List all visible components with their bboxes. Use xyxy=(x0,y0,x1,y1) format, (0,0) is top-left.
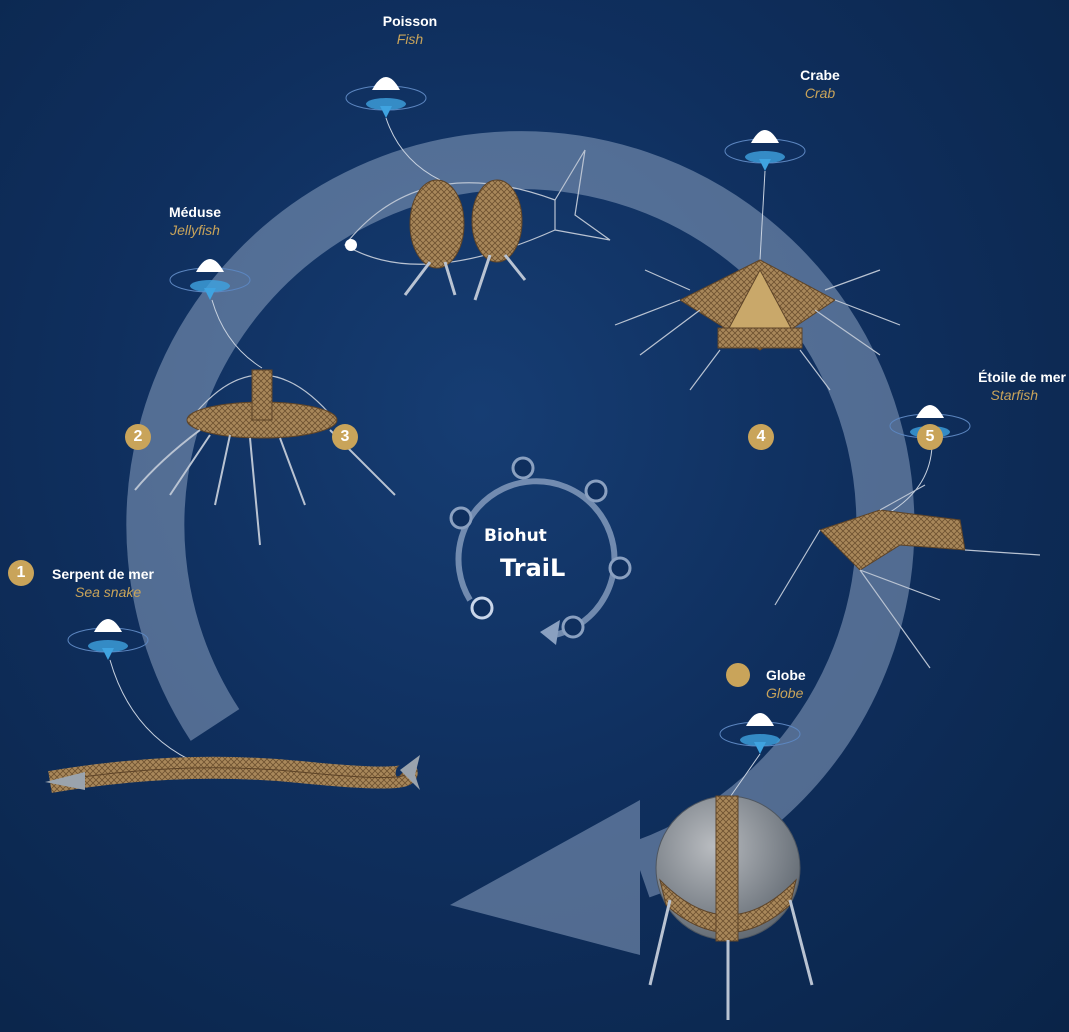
label-crab-en: Crab xyxy=(760,84,880,102)
logo-ring xyxy=(472,598,492,618)
label-globe: Globe Globe xyxy=(766,666,846,702)
logo-line1: Biohut xyxy=(484,526,547,546)
buoy-icon xyxy=(346,77,426,118)
label-jellyfish-en: Jellyfish xyxy=(135,221,255,239)
label-starfish: Étoile de mer Starfish xyxy=(930,368,1066,404)
logo-ring xyxy=(451,508,471,528)
badge-5: 5 xyxy=(917,424,943,450)
label-sea-snake-en: Sea snake xyxy=(52,583,202,601)
label-sea-snake: Serpent de mer Sea snake xyxy=(52,565,202,601)
buoy-icon xyxy=(725,130,805,171)
logo-line2: TraiL xyxy=(500,554,565,582)
badge-2: 2 xyxy=(125,424,151,450)
label-crab-fr: Crabe xyxy=(760,66,880,84)
label-jellyfish: Méduse Jellyfish xyxy=(135,203,255,239)
label-globe-en: Globe xyxy=(766,684,846,702)
buoy-icon xyxy=(68,619,148,660)
label-crab: Crabe Crab xyxy=(760,66,880,102)
label-sea-snake-fr: Serpent de mer xyxy=(52,565,202,583)
sea-snake-structure xyxy=(45,755,420,790)
globe-marker-dot xyxy=(726,663,750,687)
logo-ring xyxy=(586,481,606,501)
badge-1: 1 xyxy=(8,560,34,586)
label-fish-en: Fish xyxy=(350,30,470,48)
label-globe-fr: Globe xyxy=(766,666,846,684)
logo-ring xyxy=(563,617,583,637)
label-starfish-fr: Étoile de mer xyxy=(930,368,1066,386)
label-jellyfish-fr: Méduse xyxy=(135,203,255,221)
globe-structure xyxy=(650,796,812,1020)
label-fish-fr: Poisson xyxy=(350,12,470,30)
badge-3: 3 xyxy=(332,424,358,450)
biohut-trail-logo: Biohut TraiL xyxy=(451,458,630,645)
label-starfish-en: Starfish xyxy=(930,386,1066,404)
logo-ring xyxy=(610,558,630,578)
badge-4: 4 xyxy=(748,424,774,450)
label-fish: Poisson Fish xyxy=(350,12,470,48)
logo-ring xyxy=(513,458,533,478)
